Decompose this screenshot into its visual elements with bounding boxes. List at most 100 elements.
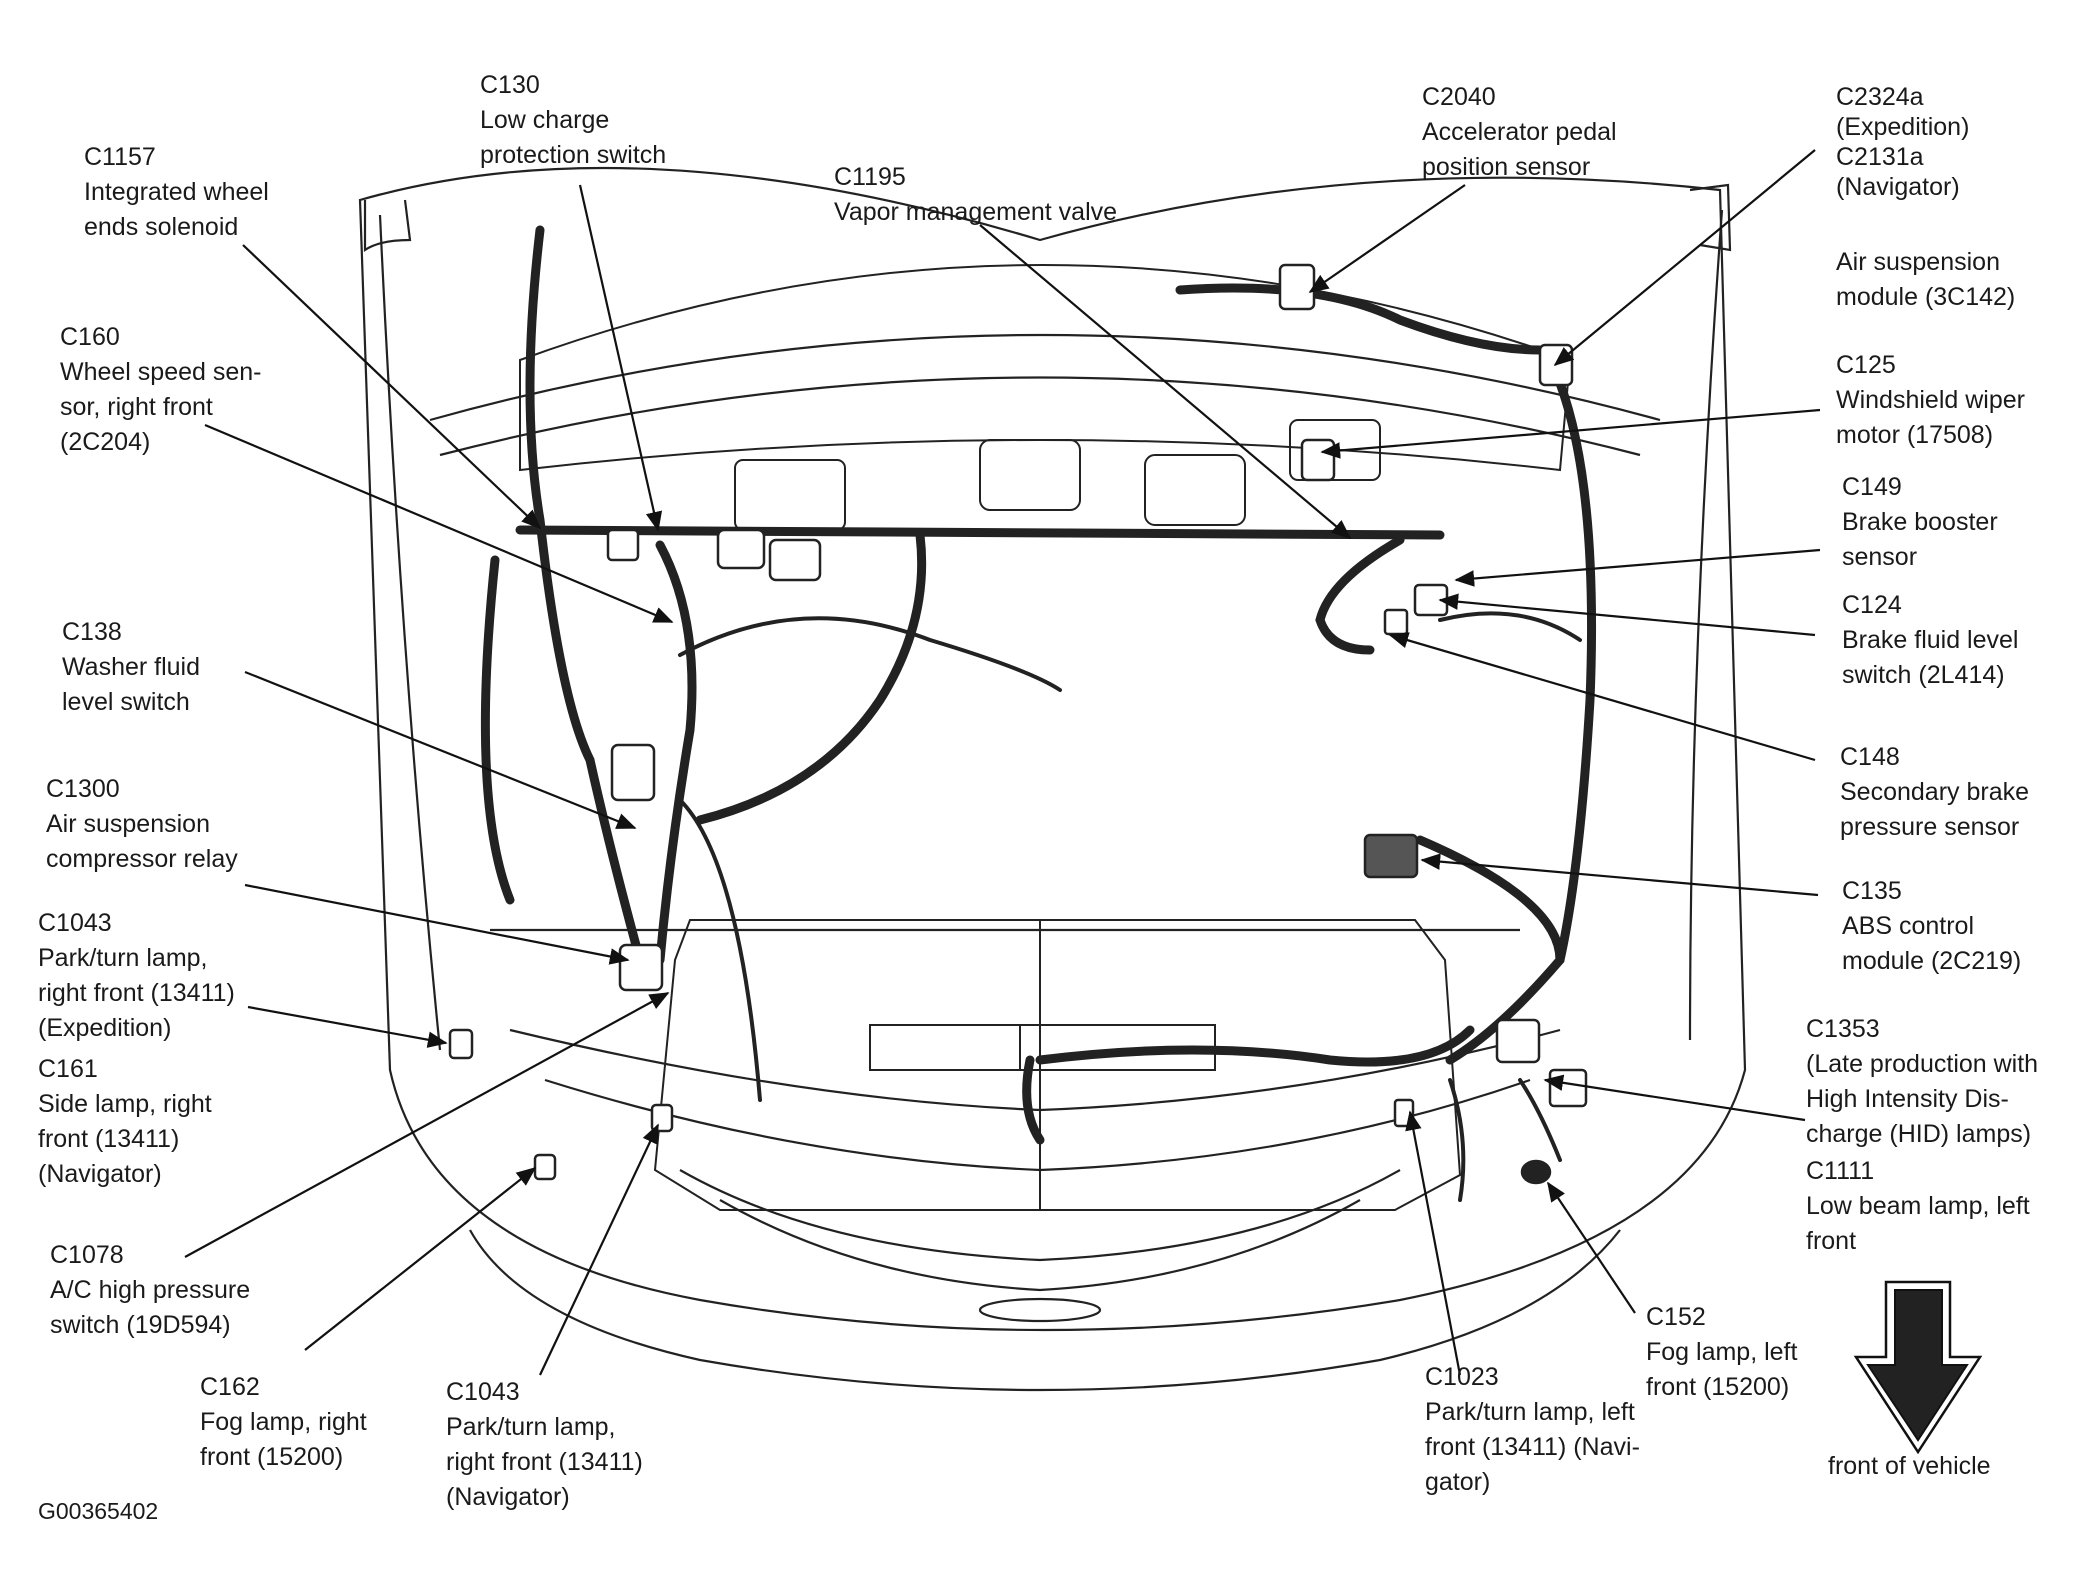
callout-c125: C125 Windshield wiper motor (17508) <box>1836 348 2025 453</box>
callout-line: C160 <box>60 323 120 351</box>
callout-line: C1300 <box>46 775 120 803</box>
cowl-panel <box>519 264 1572 531</box>
callout-line: module (2C219) <box>1842 947 2022 975</box>
callout-line: gator) <box>1425 1468 1491 1496</box>
callout-line: C2324a <box>1836 83 1924 111</box>
callout-line: Brake booster <box>1842 508 1998 536</box>
callout-line: front (15200) <box>1646 1373 1790 1401</box>
callout-line: Integrated wheel <box>84 178 269 206</box>
callout-line: Park/turn lamp, <box>446 1413 616 1441</box>
callout-line: Washer fluid <box>62 653 201 681</box>
callout-line: Brake fluid level <box>1842 626 2019 654</box>
callout-line: switch (2L414) <box>1842 661 2005 689</box>
callout-c1195: C1195 Vapor management valve <box>834 160 1117 230</box>
callout-line: C138 <box>62 618 122 646</box>
callout-air-suspension-module: Air suspension module (3C142) <box>1836 245 2015 315</box>
wiring-harness <box>480 225 1597 1145</box>
callout-line: Wheel speed sen- <box>60 358 262 386</box>
callout-line: module (3C142) <box>1836 283 2016 311</box>
callout-line: front (13411) <box>38 1125 180 1153</box>
callout-line: (2C204) <box>60 428 151 456</box>
callout-c1023: C1023 Park/turn lamp, left front (13411)… <box>1425 1360 1640 1500</box>
connectors <box>448 263 1588 1185</box>
callout-line: ABS control <box>1842 912 1975 940</box>
callout-line: High Intensity Dis- <box>1806 1085 2009 1113</box>
callout-c162: C162 Fog lamp, right front (15200) <box>200 1370 367 1475</box>
callout-line: right front (13411) <box>38 979 235 1007</box>
callout-line: sor, right front <box>60 393 213 421</box>
callout-line: (Expedition) <box>1836 113 1970 141</box>
callout-c2040: C2040 Accelerator pedal position sensor <box>1422 80 1617 185</box>
callout-line: C2131a <box>1836 143 1924 171</box>
callout-line: C1023 <box>1425 1363 1499 1391</box>
callout-c1353: C1353 (Late production with High Intensi… <box>1806 1012 2038 1152</box>
callout-line: C148 <box>1840 743 1900 771</box>
callout-c135: C135 ABS control module (2C219) <box>1842 874 2021 979</box>
callout-line: (Navigator) <box>446 1483 570 1511</box>
callout-c1300: C1300 Air suspension compressor relay <box>46 772 238 877</box>
callout-line: (Navigator) <box>1836 173 1960 201</box>
callout-line: position sensor <box>1422 153 1591 181</box>
callout-line: (Late production with <box>1806 1050 2039 1078</box>
callout-line: Air suspension <box>46 810 210 838</box>
callout-c138: C138 Washer fluid level switch <box>62 615 200 720</box>
callout-line: C1043 <box>38 909 112 937</box>
callout-c1043-navigator: C1043 Park/turn lamp, right front (13411… <box>446 1375 643 1515</box>
callout-line: Low charge <box>480 106 610 134</box>
callout-line: compressor relay <box>46 845 238 873</box>
callout-line: Fog lamp, right <box>200 1408 367 1436</box>
callout-c2324a-c2131a: C2324a (Expedition) C2131a (Navigator) <box>1836 82 1969 202</box>
callout-line: C135 <box>1842 877 1902 905</box>
callout-c1111: C1111 Low beam lamp, left front <box>1806 1154 2030 1259</box>
callout-line: pressure sensor <box>1840 813 2020 841</box>
callout-line: Air suspension <box>1836 248 2000 276</box>
callout-line: front (15200) <box>200 1443 344 1471</box>
callout-line: Low beam lamp, left <box>1806 1192 2030 1220</box>
down-arrow-icon <box>1853 1280 1983 1455</box>
callout-c148: C148 Secondary brake pressure sensor <box>1840 740 2029 845</box>
callout-line: C149 <box>1842 473 1902 501</box>
callout-line: C152 <box>1646 1303 1706 1331</box>
callout-line: right front (13411) <box>446 1448 643 1476</box>
callout-line: Accelerator pedal <box>1422 118 1617 146</box>
callout-c149: C149 Brake booster sensor <box>1842 470 1998 575</box>
callout-c160: C160 Wheel speed sen- sor, right front (… <box>60 320 262 460</box>
callout-line: switch (19D594) <box>50 1311 231 1339</box>
callout-line: charge (HID) lamps) <box>1806 1120 2032 1148</box>
callout-line: (Navigator) <box>38 1160 162 1188</box>
callout-line: Secondary brake <box>1840 778 2030 806</box>
callout-line: (Expedition) <box>38 1014 172 1042</box>
callout-line: C1111 <box>1806 1157 1875 1185</box>
callout-line: Side lamp, right <box>38 1090 212 1118</box>
callout-line: C1157 <box>84 143 156 171</box>
figure-id: G00365402 <box>38 1498 159 1524</box>
callout-line: C161 <box>38 1055 98 1083</box>
callout-line: front (13411) (Navi- <box>1425 1433 1640 1461</box>
callout-c130: C130 Low charge protection switch <box>480 68 666 173</box>
callout-c152: C152 Fog lamp, left front (15200) <box>1646 1300 1797 1405</box>
callout-line: front <box>1806 1227 1857 1255</box>
callout-line: C125 <box>1836 351 1896 379</box>
callout-line: C124 <box>1842 591 1902 619</box>
callout-line: C2040 <box>1422 83 1496 111</box>
callout-line: C130 <box>480 71 540 99</box>
callout-c1157: C1157 Integrated wheel ends solenoid <box>84 140 269 245</box>
callout-c1043-expedition: C1043 Park/turn lamp, right front (13411… <box>38 906 235 1046</box>
callout-line: C1195 <box>834 163 906 191</box>
callout-line: C1353 <box>1806 1015 1880 1043</box>
callout-line: Fog lamp, left <box>1646 1338 1798 1366</box>
callout-line: sensor <box>1842 543 1918 571</box>
callout-line: protection switch <box>480 141 667 169</box>
callout-c124: C124 Brake fluid level switch (2L414) <box>1842 588 2018 693</box>
callout-line: A/C high pressure <box>50 1276 251 1304</box>
callout-line: Vapor management valve <box>834 198 1118 226</box>
callout-line: Park/turn lamp, <box>38 944 208 972</box>
leader-lines <box>184 149 1821 1376</box>
wiring-harness-thin <box>678 611 1582 1202</box>
callout-line: motor (17508) <box>1836 421 1994 449</box>
callout-line: C162 <box>200 1373 260 1401</box>
front-of-vehicle-label: front of vehicle <box>1828 1452 1991 1480</box>
callout-line: Park/turn lamp, left <box>1425 1398 1635 1426</box>
callout-c1078: C1078 A/C high pressure switch (19D594) <box>50 1238 250 1343</box>
